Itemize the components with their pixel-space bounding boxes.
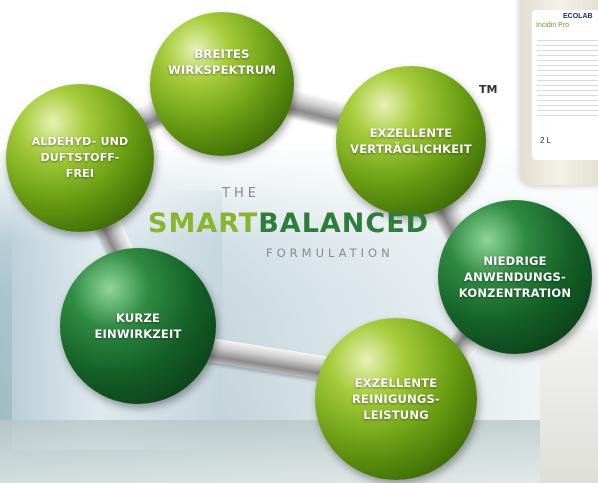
sphere-label: KURZE EINWIRKZEIT	[94, 311, 182, 341]
product-size: 2 L	[540, 136, 552, 145]
product-brand: ECOLAB	[563, 13, 593, 20]
product-name: Incidin Pro	[536, 22, 570, 29]
sphere-exzellente-reinigungsleistung: EXZELLENTE REINIGUNGS- LEISTUNG	[315, 318, 477, 480]
logo-wordmark: SMARTBALANCED	[148, 208, 429, 239]
sphere-kurze-einwirkzeit: KURZE EINWIRKZEIT	[60, 248, 216, 404]
sphere-label: NIEDRIGE ANWENDUNGS- KONZENTRATION	[458, 254, 572, 300]
logo-the: THE	[222, 186, 260, 201]
sphere-label: EXZELLENTE REINIGUNGS- LEISTUNG	[352, 376, 440, 422]
sphere-label: EXZELLENTE VERTRÄGLICHKEIT	[350, 126, 472, 156]
sphere-label: BREITES WIRKSPEKTRUM	[167, 47, 277, 77]
logo-smart: SMART	[148, 208, 259, 239]
background-cabinet	[540, 330, 598, 483]
sphere-niedrige-anwendungskonzentration: NIEDRIGE ANWENDUNGS- KONZENTRATION	[438, 200, 592, 354]
sphere-aldehyd-und-duftstofffrei: ALDEHYD- UND DUFTSTOFF- FREI	[6, 84, 154, 232]
logo-formulation: FORMULATION	[266, 246, 394, 260]
sphere-label: ALDEHYD- UND DUFTSTOFF- FREI	[31, 135, 129, 180]
trademark-symbol: TM	[479, 83, 498, 96]
product-label-text-lines	[537, 40, 598, 120]
sphere-breites-wirkspektrum: BREITES WIRKSPEKTRUM	[150, 12, 294, 156]
sphere-exzellente-vertraeglichkeit: EXZELLENTE VERTRÄGLICHKEIT	[336, 66, 486, 216]
logo-balanced: BALANCED	[258, 208, 430, 239]
background-floor	[0, 420, 598, 483]
